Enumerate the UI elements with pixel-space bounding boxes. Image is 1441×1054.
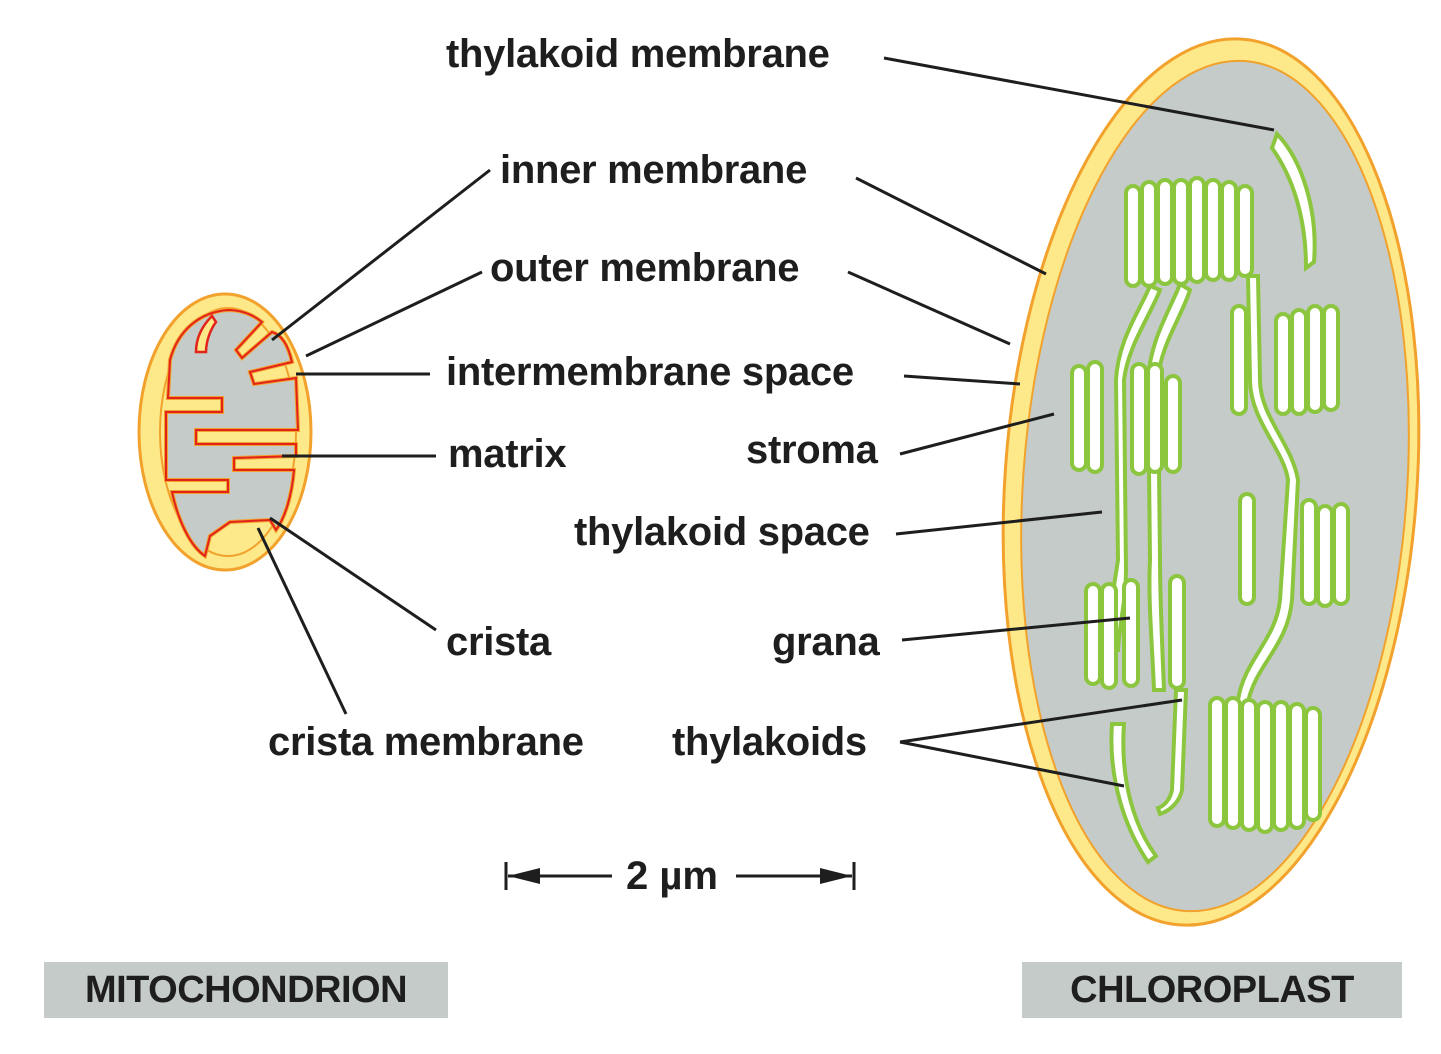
label-thylakoid-space: thylakoid space [574,510,870,554]
granum-disc [1156,178,1174,286]
leader-line-thylakoids-a [899,698,1183,744]
granum-disc [1316,504,1334,608]
label-matrix: matrix [448,432,567,476]
label-intermembrane-space: intermembrane space [446,350,854,394]
leader-lines [256,56,1275,788]
chloroplast [1001,37,1421,927]
scale-bar [504,862,856,890]
granum-disc [1122,578,1140,688]
label-crista: crista [446,620,551,664]
granum-disc [1220,180,1238,282]
leader-line-thylakoid-membrane [883,56,1275,132]
leader-line-crista [269,516,437,632]
leader-line-intermembrane-space-chloro [903,374,1021,386]
leader-line-thylakoids-b [899,740,1125,788]
granum-disc [1224,696,1242,830]
stroma-thylakoid [1145,281,1193,692]
granum-disc [1322,304,1340,412]
leader-line-grana [901,616,1131,642]
granum-disc [1238,492,1256,606]
chloroplast-inner-membrane [1020,59,1410,913]
granum-disc [1204,178,1222,282]
scale-bar-label: 2 µm [626,854,718,898]
leader-line-inner-membrane-mito [271,168,491,342]
granum-disc [1146,362,1164,474]
chloroplast-thylakoids [1070,130,1350,865]
label-outer-membrane: outer membrane [490,246,800,290]
scale-bar-right-arrowhead [820,868,852,884]
granum-disc [1256,700,1274,834]
label-thylakoids: thylakoids [672,720,867,764]
granum-disc [1240,698,1258,832]
title-mitochondrion: MITOCHONDRION [44,962,448,1018]
leader-line-thylakoid-space [895,510,1103,536]
leader-line-inner-membrane-chloro [855,176,1047,276]
granum-disc [1164,374,1182,474]
leader-line-outer-membrane-mito [305,270,483,358]
granum-disc [1288,702,1306,830]
label-inner-membrane: inner membrane [500,148,808,192]
granum-disc [1070,364,1088,472]
scale-bar-left-arrowhead [508,868,540,884]
granum-disc [1100,582,1118,690]
leader-line-stroma [899,412,1055,456]
granum-disc [1230,304,1248,416]
thylakoid [1155,688,1189,817]
granum-disc [1168,574,1186,690]
granum-disc [1086,360,1104,474]
granum-disc [1130,362,1148,476]
granum-disc [1140,180,1158,288]
label-grana: grana [772,620,880,664]
label-stroma: stroma [746,428,878,472]
granum-disc [1236,184,1254,278]
thylakoid [1109,722,1159,865]
granum-disc [1208,696,1226,828]
granum-disc [1300,498,1318,606]
granum-disc [1306,304,1324,414]
mitochondrion-crista [194,314,218,354]
granum-disc [1188,176,1206,284]
granum-disc [1272,700,1290,832]
granum-disc [1332,502,1350,606]
granum-disc [1172,178,1190,286]
granum-disc [1124,184,1142,288]
label-thylakoid-membrane: thylakoid membrane [446,32,830,76]
granum-disc [1084,582,1102,686]
mitochondrion [137,292,313,572]
granum-disc [1304,706,1322,822]
title-chloroplast: CHLOROPLAST [1022,962,1402,1018]
label-crista-membrane: crista membrane [268,720,584,764]
leader-line-outer-membrane-chloro [847,270,1011,346]
granum-disc [1274,312,1292,416]
thylakoid [1269,130,1317,272]
mitochondrion-crista-membrane-outline [165,308,300,558]
leader-line-crista-membrane [256,527,348,715]
granum-disc [1290,308,1308,416]
